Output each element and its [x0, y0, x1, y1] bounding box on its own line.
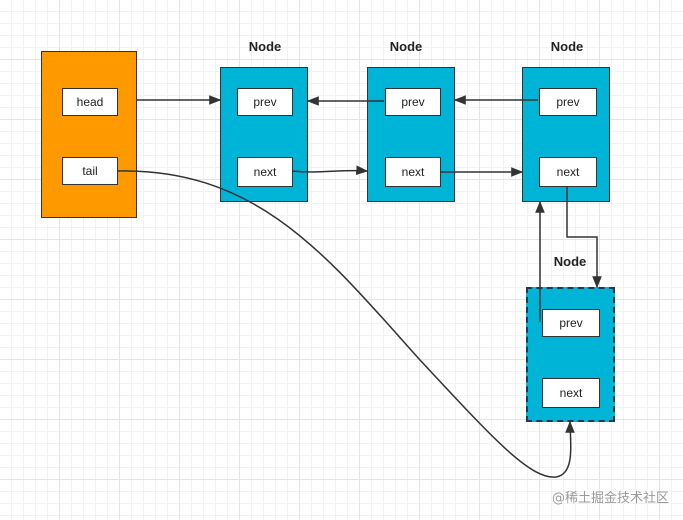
node-3-prev-field: prev: [539, 88, 597, 116]
node-4-box: prev next: [526, 287, 615, 422]
node-2-box: prev next: [367, 67, 455, 202]
watermark: @稀土掘金技术社区: [551, 491, 669, 506]
tail-field: tail: [62, 157, 118, 185]
node-1-next-edge: [291, 165, 369, 175]
node-1-box: prev next: [220, 67, 308, 202]
node-1-title: Node: [248, 39, 282, 54]
node-2-next-field: next: [385, 157, 441, 187]
node-2-title: Node: [389, 39, 423, 54]
node-4-title: Node: [553, 254, 587, 269]
linked-list-box: head tail: [41, 51, 137, 218]
node-3-box: prev next: [522, 67, 610, 202]
node-1-prev-field: prev: [237, 88, 293, 116]
node-2-prev-field: prev: [385, 88, 441, 116]
node-3-title: Node: [550, 39, 584, 54]
node-3-next-edge: [566, 187, 602, 289]
node-1-next-field: next: [237, 157, 293, 187]
tail-to-node-4-edge: [117, 170, 575, 478]
node-4-prev-field: prev: [542, 309, 600, 337]
head-field: head: [62, 88, 118, 116]
node-3-next-field: next: [539, 157, 597, 187]
node-4-next-field: next: [542, 378, 600, 408]
